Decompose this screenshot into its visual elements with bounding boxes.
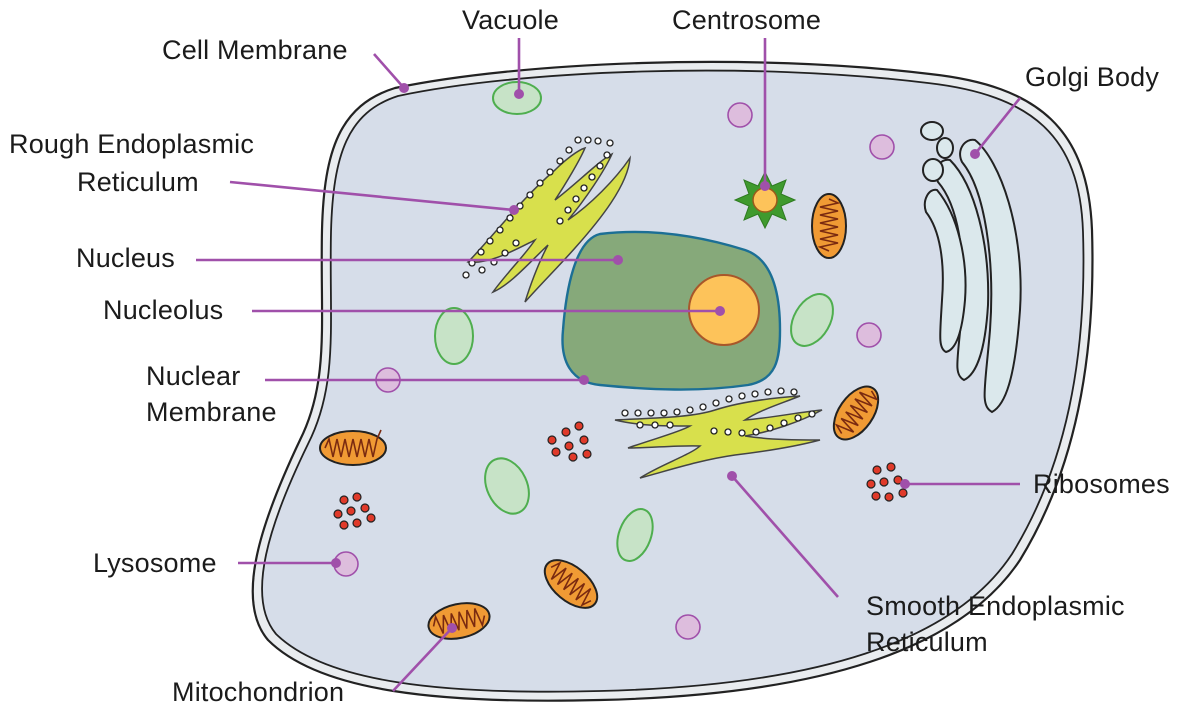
rough-er [462,136,631,303]
label-nuclear-membrane-line2: Membrane [146,397,277,427]
label-lysosome: Lysosome [93,548,217,578]
leader-dots [331,83,980,633]
centrosome [733,170,797,230]
smooth-er [614,387,823,479]
ribosomes [333,421,908,530]
label-smooth-er-line2: Reticulum [866,627,988,657]
label-ribosomes: Ribosomes [1033,469,1170,499]
leader-lines [196,38,1022,692]
label-rough-er-line2: Reticulum [77,167,199,197]
label-golgi-body: Golgi Body [1025,62,1160,92]
label-centrosome: Centrosome [672,5,822,35]
vacuoles [434,81,834,562]
label-smooth-er-line1: Smooth Endoplasmic [866,591,1125,621]
label-rough-er-line1: Rough Endoplasmic [9,129,255,159]
mitochondria [319,193,880,640]
lysosomes [333,102,895,640]
label-mitochondrion: Mitochondrion [172,677,345,707]
label-nucleolus: Nucleolus [103,295,224,325]
label-nucleus: Nucleus [76,243,175,273]
golgi-body [920,121,1022,414]
label-vacuole: Vacuole [462,5,559,35]
label-cell-membrane: Cell Membrane [162,35,348,65]
label-nuclear-membrane-line1: Nuclear [146,361,241,391]
